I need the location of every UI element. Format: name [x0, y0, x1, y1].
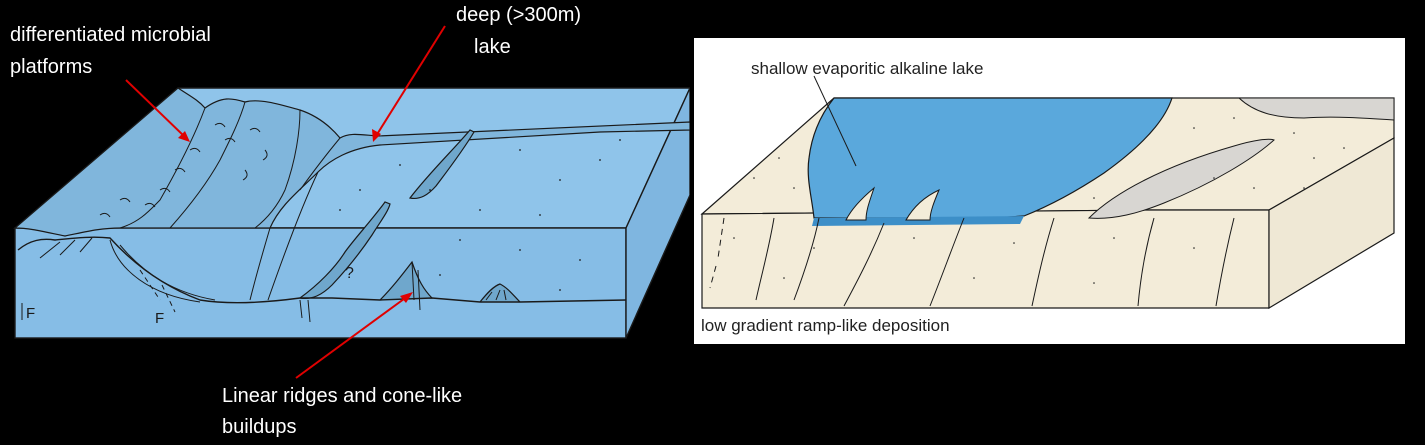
marker-question: ?	[345, 265, 354, 282]
sand-dots	[733, 117, 1345, 284]
right-diagram-frame: shallow evaporitic alkaline lake low gra…	[694, 38, 1405, 344]
gray-ridge	[1087, 138, 1275, 219]
lake-spit-2	[905, 189, 940, 221]
sediment-dots	[339, 139, 621, 291]
left-block-diagram: ? F F	[13, 25, 690, 379]
label-platforms-line2: platforms	[10, 56, 93, 78]
cone-buildup-right	[479, 283, 521, 303]
sediment-front-face	[701, 209, 1270, 309]
ridge-upper	[408, 129, 475, 200]
platform-scribbles	[99, 122, 268, 218]
label-ridges-line1: Linear ridges and cone-like	[222, 385, 463, 407]
label-shallow-lake: shallow evaporitic alkaline lake	[751, 59, 984, 78]
label-platforms-line1: differentiated microbial	[10, 24, 211, 46]
sediment-side-face	[1268, 136, 1395, 310]
lake-spit-1	[845, 186, 876, 221]
marker-fault-left: F	[26, 305, 35, 322]
lake-water	[807, 97, 1173, 219]
label-lake-line1: deep (>300m)	[456, 4, 582, 26]
pointer-arrows	[125, 25, 446, 379]
label-lake-line2: lake	[474, 36, 511, 58]
top-right-gray	[1237, 97, 1395, 121]
marker-fault-mid: F	[155, 310, 164, 327]
label-ramp-deposition: low gradient ramp-like deposition	[701, 316, 950, 335]
water-side-face	[625, 87, 690, 339]
label-ridges-line2: buildups	[222, 416, 297, 438]
right-block-diagram	[700, 75, 1395, 310]
ridge-lower	[298, 201, 391, 300]
